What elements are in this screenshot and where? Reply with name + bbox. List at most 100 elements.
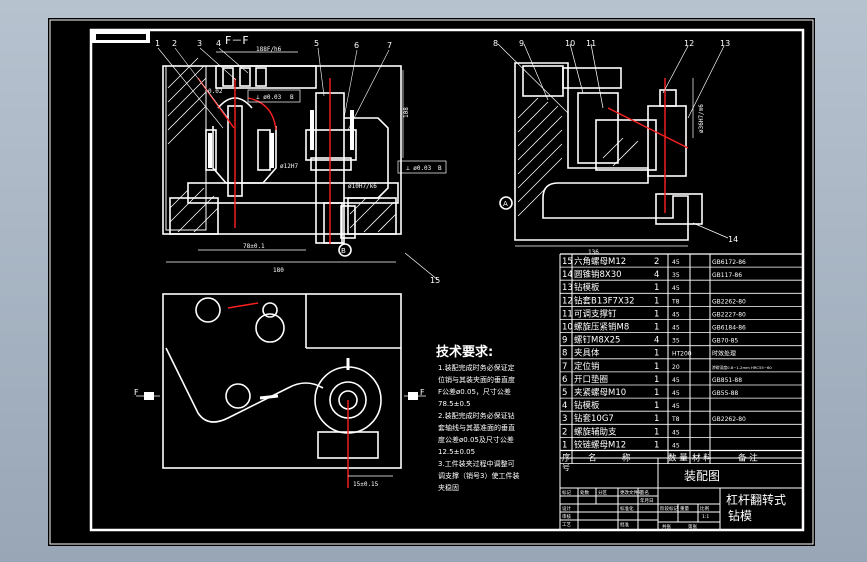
bom-cell-note: GB70-85 (712, 338, 738, 345)
svg-text:共张: 共张 (662, 523, 671, 530)
bom-cell-note: GB6172-86 (712, 259, 746, 266)
svg-text:1:1: 1:1 (702, 514, 709, 520)
bom-cell-material: 20 (672, 364, 680, 371)
bom-cell-material: 35 (672, 272, 680, 279)
drawing-name: 装配图 (684, 469, 720, 483)
bom-cell-material: HT200 (672, 351, 692, 358)
datum-a: A (503, 200, 508, 208)
svg-text:3: 3 (197, 39, 202, 48)
bom-cell-note: GB851-88 (712, 377, 742, 384)
svg-text:12.5±0.05: 12.5±0.05 (438, 448, 475, 456)
bom-cell-name: 螺旋辅助支 (574, 426, 617, 437)
bom-cell-name: 钻套B13F7X32 (574, 295, 635, 306)
svg-text:更改文件号: 更改文件号 (620, 489, 643, 496)
corner-code-inner (96, 34, 146, 40)
bom-cell-qty: 1 (654, 440, 659, 450)
bom-cell-no: 13 (562, 283, 573, 293)
front-dims (166, 51, 447, 281)
geo-tol-2: ⊥ ø0.03 (406, 165, 432, 172)
bom-cell-material: 45 (672, 285, 680, 292)
svg-text:6: 6 (354, 41, 359, 50)
dim-height: 108 (403, 107, 410, 118)
svg-text:13: 13 (720, 39, 730, 48)
bom-cell-qty: 1 (654, 388, 659, 398)
view-arrow-right (408, 392, 418, 400)
side-drill-bush (647, 105, 687, 177)
bom-cell-material: 35 (672, 338, 680, 345)
dim-flat: 0.02 (208, 88, 223, 95)
dim-hole: 15±0.15 (353, 481, 379, 488)
svg-text:设计: 设计 (562, 505, 571, 512)
balloons-side: 8 9 10 11 12 13 14 (493, 39, 738, 244)
bom-cell-name: 六角螺母M12 (574, 256, 626, 267)
bom-cell-no: 11 (562, 309, 573, 319)
title-block (559, 457, 804, 531)
bom-cell-qty: 1 (654, 309, 659, 319)
bom-cell-no: 5 (562, 388, 567, 398)
svg-text:处数: 处数 (580, 489, 589, 496)
part-name-2: 钻模 (728, 508, 752, 523)
top-hole-2 (255, 313, 285, 343)
svg-text:1.装配完成时务必保证定: 1.装配完成时务必保证定 (438, 363, 515, 372)
side-spindle-housing (577, 92, 619, 164)
tech-req-lines: 1.装配完成时务必保证定 位销与其装夹面的垂直度 F公差ø0.05，尺寸公差 7… (438, 363, 519, 492)
bom-cell-material: 45 (672, 403, 680, 410)
svg-text:第张: 第张 (688, 523, 697, 530)
side-gear (595, 119, 657, 171)
geo-tol-1: ⊥ ø0.03 (256, 94, 282, 101)
top-plate (215, 65, 317, 89)
view-arrow-left (144, 392, 154, 400)
svg-text:重量: 重量 (680, 505, 689, 512)
svg-text:12: 12 (684, 39, 694, 48)
svg-text:1: 1 (155, 39, 160, 48)
view-label-left: F (134, 388, 139, 397)
bom-cell-name: 螺钉M8X25 (574, 335, 620, 346)
bom-cell-qty: 4 (654, 270, 659, 280)
title-block-cells: 标记 处数 分区 更改文件号 签名 年月日 设计 标准化 审核 工艺 批准 阶段… (562, 463, 709, 530)
svg-text:签名: 签名 (640, 489, 649, 496)
geo-tol-1-ref: B (290, 94, 294, 101)
bom-cell-qty: 1 (654, 296, 659, 306)
svg-text:年月日: 年月日 (640, 497, 654, 504)
bom-cell-material: 45 (672, 325, 680, 332)
svg-text:78.5±0.5: 78.5±0.5 (438, 400, 471, 408)
thick-marks-top (259, 358, 350, 400)
svg-text:调支撑（销号3）使工件装: 调支撑（销号3）使工件装 (438, 471, 519, 480)
bom-cell-material: 45 (672, 429, 680, 436)
datum-b: B (341, 247, 346, 255)
dim-bore-1: ø12H7 (280, 163, 298, 170)
bom-cell-no: 9 (562, 336, 567, 346)
part-name-1: 杠杆翻转式 (726, 492, 786, 507)
assembly-drawing: F－F (49, 19, 814, 545)
top-view-outline (162, 293, 402, 469)
bom-cell-qty: 1 (654, 323, 659, 333)
svg-text:分区: 分区 (598, 489, 607, 496)
bom-cell-no: 15 (562, 257, 573, 267)
right-collar (305, 129, 357, 161)
bom-cell-name: 夹具体 (574, 348, 600, 359)
bom-cell-qty: 1 (654, 362, 659, 372)
svg-text:9: 9 (519, 39, 524, 48)
hatch-left (167, 57, 397, 233)
bom-cell-name: 铰链螺母M12 (574, 439, 626, 450)
bom-cell-material: 45 (672, 259, 680, 266)
bom-cell-name: 夹紧螺母M10 (574, 387, 626, 398)
bom-cell-material: 45 (672, 311, 680, 318)
svg-text:8: 8 (493, 39, 498, 48)
side-view (499, 62, 703, 241)
side-clamp-top (522, 65, 564, 97)
svg-text:4: 4 (216, 39, 221, 48)
top-hole-1 (195, 297, 221, 323)
svg-text:7: 7 (387, 41, 392, 50)
thread-marks (208, 110, 354, 168)
bom-cell-note: 渗碳深度0.8~1.2mm HRC55~60 (712, 365, 772, 370)
bom-cell-no: 8 (562, 349, 567, 359)
svg-text:号: 号 (562, 463, 570, 472)
svg-text:工艺: 工艺 (562, 522, 571, 528)
svg-text:标准化: 标准化 (620, 505, 634, 512)
right-bracket (344, 117, 389, 199)
bom-cell-name: 开口垫圈 (574, 374, 608, 385)
svg-text:度公差ø0.05及尺寸公差: 度公差ø0.05及尺寸公差 (438, 435, 514, 444)
bom-cell-note: GB6184-86 (712, 325, 746, 332)
